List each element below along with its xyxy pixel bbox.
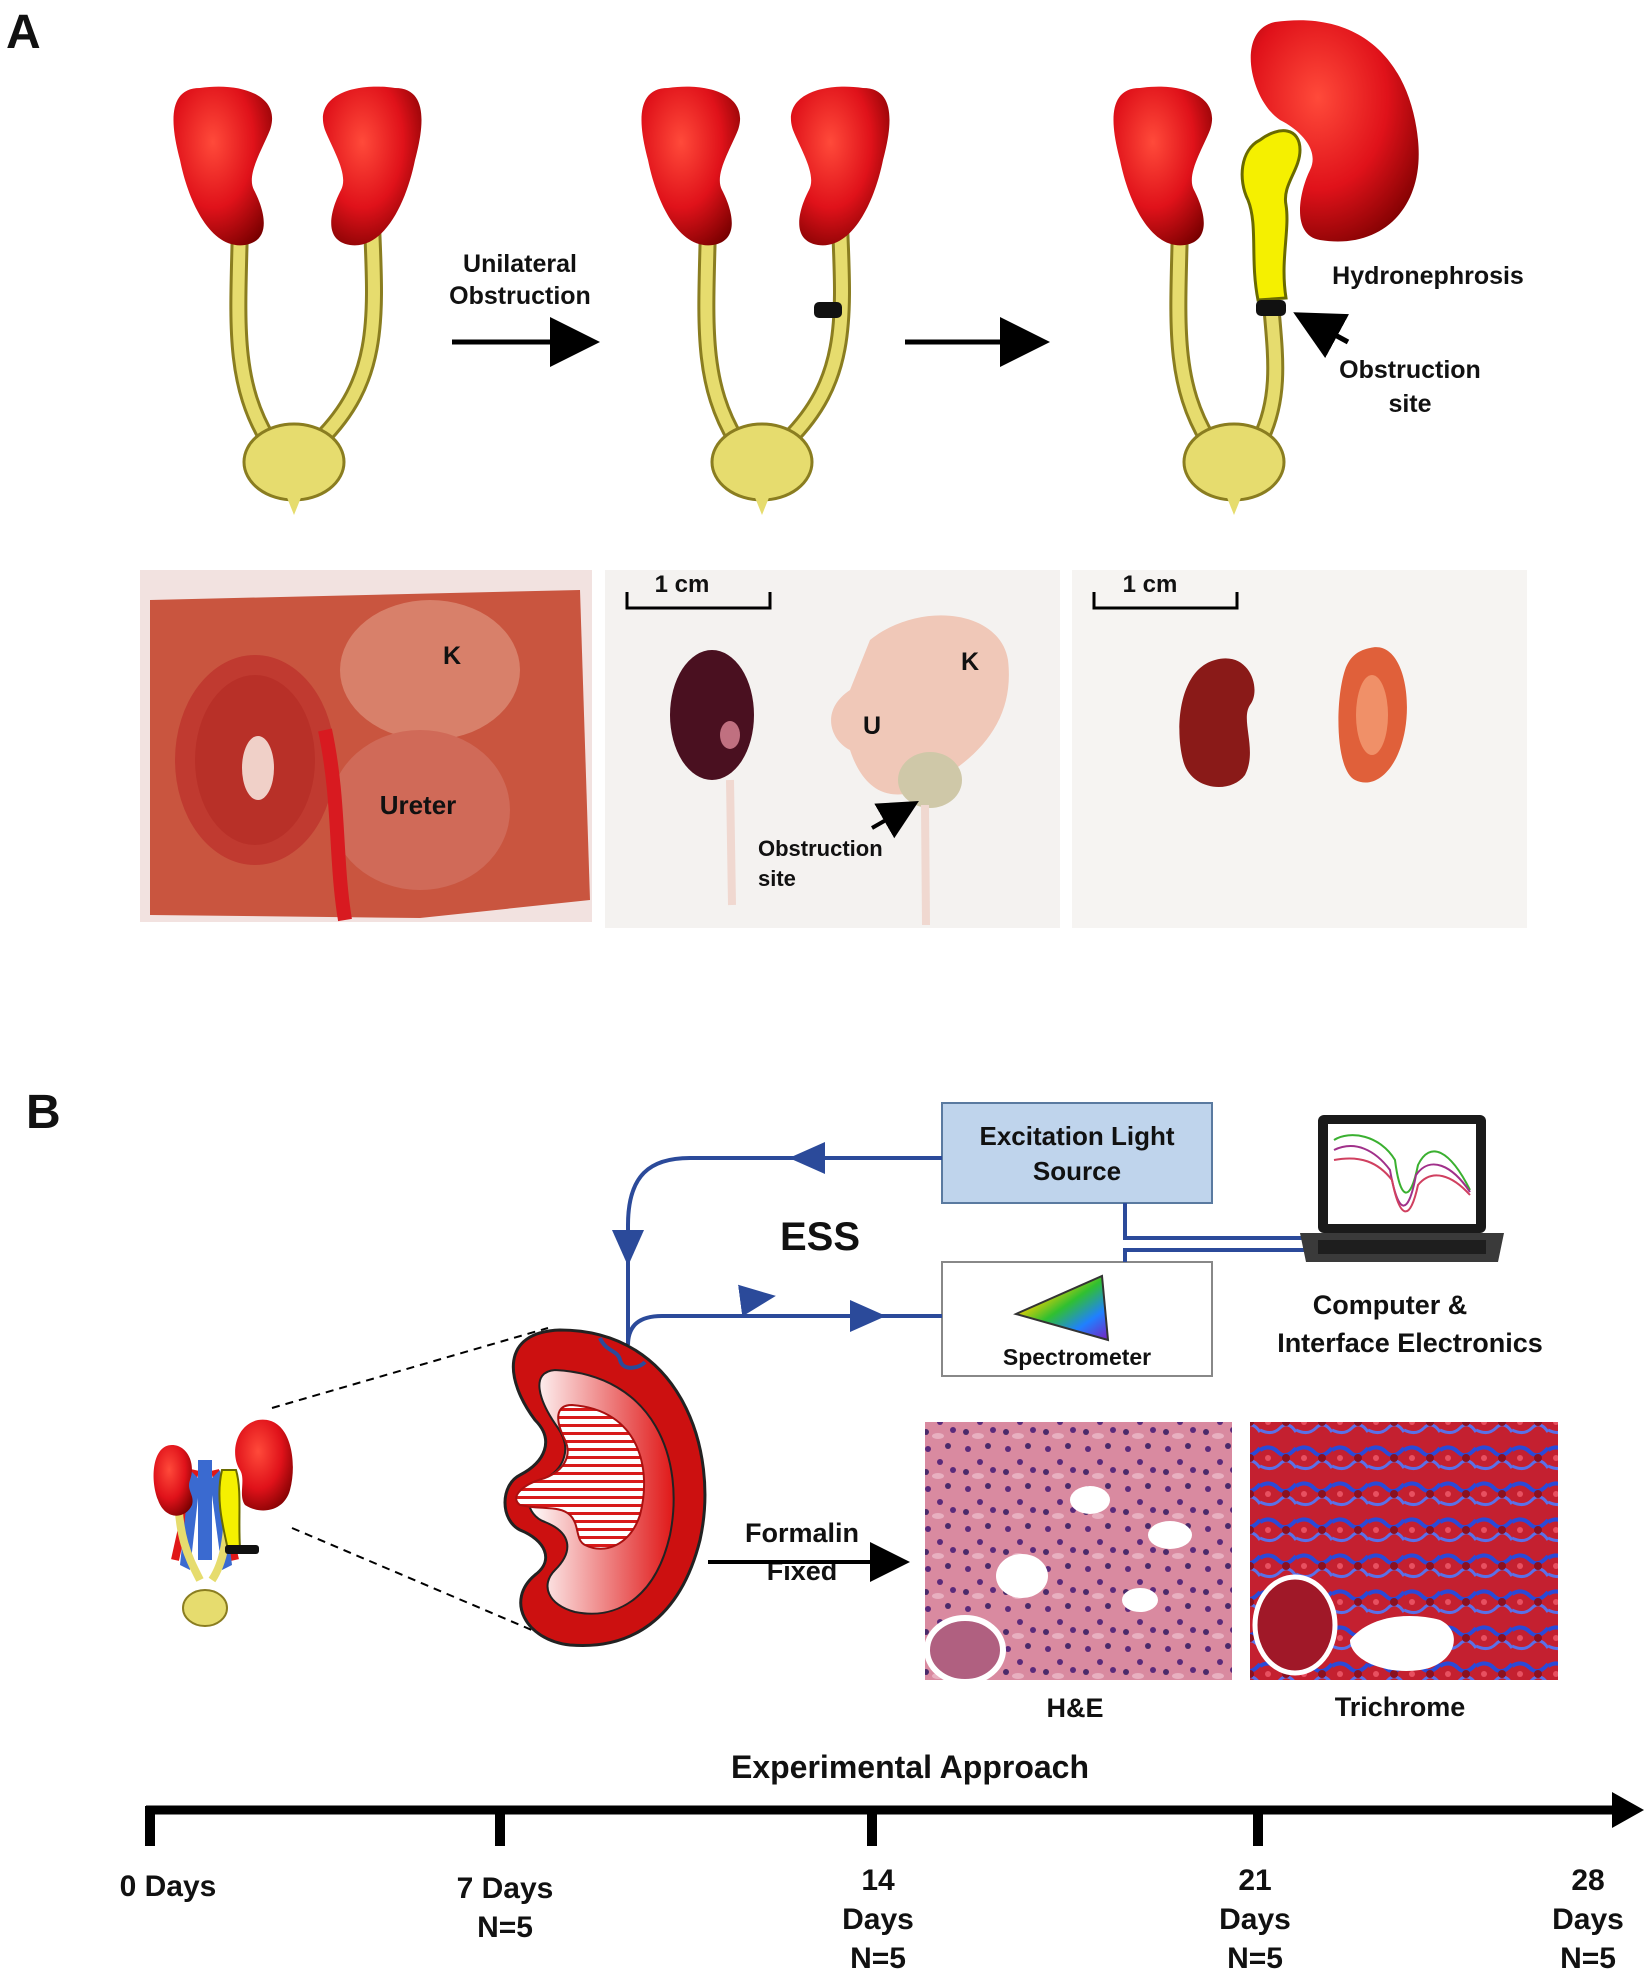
he-label: H&E	[1046, 1693, 1103, 1723]
arrow1-label-line2: Obstruction	[449, 282, 591, 310]
timeline-tick	[867, 1806, 877, 1846]
photo1-ureter-label: Ureter	[380, 790, 457, 820]
optical-fibers	[626, 1156, 1320, 1346]
urinary-system-hydronephrosis	[1113, 20, 1419, 515]
photo3-scale-label: 1 cm	[1123, 571, 1178, 598]
arrow1-label-line1: Unilateral	[463, 250, 577, 278]
zoom-line-top	[271, 1327, 549, 1409]
timepoint-label: Days	[1219, 1903, 1291, 1936]
timepoint-label: N=5	[477, 1911, 533, 1944]
timepoint-label: 21	[1238, 1864, 1271, 1897]
trichrome-histology-image	[1250, 1422, 1558, 1680]
spectrometer-label: Spectrometer	[1003, 1344, 1151, 1370]
timepoint-label: Days	[1552, 1903, 1624, 1936]
zoom-line-bottom	[291, 1527, 561, 1643]
scale-bar	[1092, 592, 1239, 610]
timepoint-label: 14	[861, 1864, 895, 1897]
photo1-kidney-label: K	[443, 642, 461, 670]
computer-label-line1: Computer &	[1313, 1290, 1468, 1320]
computer-label-line2: Interface Electronics	[1277, 1328, 1543, 1358]
kidney-cross-section	[503, 1328, 707, 1648]
prism-icon	[1013, 1274, 1110, 1342]
light-source-label-line2: Source	[1033, 1156, 1121, 1186]
timepoint-label: 7 Days	[457, 1872, 554, 1905]
excitation-light-source-box	[941, 1102, 1213, 1204]
panel-a-letter: A	[6, 6, 41, 59]
trichrome-label: Trichrome	[1335, 1692, 1466, 1722]
timepoint-label: 0 Days	[120, 1870, 217, 1903]
scale-bar	[625, 592, 772, 610]
timepoint-label: N=5	[1560, 1942, 1616, 1975]
ligature	[814, 302, 842, 318]
timeline-title: Experimental Approach	[731, 1749, 1089, 1785]
photo2-u-label: U	[863, 712, 881, 740]
obstruction-site-label-line2: site	[1388, 390, 1431, 418]
timepoint-label: 28	[1571, 1864, 1604, 1897]
hydronephrosis-label: Hydronephrosis	[1332, 262, 1524, 290]
photo-in-situ: K Ureter	[140, 570, 592, 922]
timeline-tick	[495, 1806, 505, 1846]
photo-hemisected-kidneys: 1 cm	[1072, 570, 1527, 928]
formalin-label-line1: Formalin	[745, 1518, 859, 1548]
photo2-scale-label: 1 cm	[655, 571, 710, 598]
timeline-tick	[145, 1806, 155, 1846]
ligature	[1256, 300, 1286, 316]
dilated-ureter	[1240, 129, 1302, 302]
photo2-obstruction-arrow	[871, 801, 919, 839]
photo-excised-kidneys: 1 cm U K Obstruction site	[605, 570, 1060, 928]
obstruction-site-arrow	[1293, 312, 1350, 359]
panel-b-letter: B	[26, 1086, 61, 1139]
small-urinary-schematic	[153, 1419, 293, 1627]
light-source-label-line1: Excitation Light	[980, 1121, 1175, 1151]
urinary-system-normal	[173, 86, 422, 515]
urinary-system-ligated	[641, 86, 890, 515]
laptop-icon	[1300, 1115, 1504, 1262]
photo2-obstruction-line2: site	[758, 866, 796, 891]
obstruction-site-label-line1: Obstruction	[1339, 356, 1481, 384]
photo2-k-label: K	[961, 648, 979, 676]
timeline-tick	[1253, 1806, 1263, 1846]
fiber-arrow-collection	[738, 1284, 776, 1317]
ess-label: ESS	[780, 1215, 860, 1259]
he-histology-image	[924, 1422, 1232, 1685]
timepoint-label: Days	[842, 1903, 914, 1936]
photo2-obstruction-line1: Obstruction	[758, 836, 883, 861]
timepoint-label: N=5	[850, 1942, 906, 1975]
timeline-arrowhead	[1612, 1792, 1644, 1828]
timepoint-label: N=5	[1227, 1942, 1283, 1975]
